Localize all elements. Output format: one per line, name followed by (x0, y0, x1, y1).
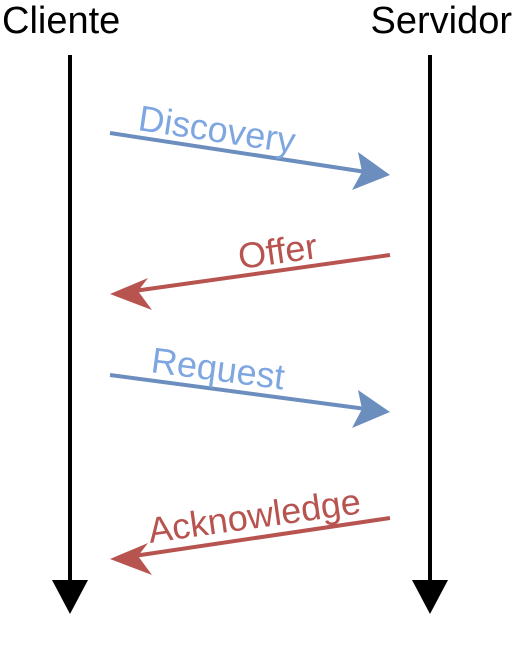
message-label-acknowledge: Acknowledge (145, 481, 363, 551)
message-label-request: Request (149, 339, 287, 397)
client-lifeline (52, 55, 88, 614)
client-lifeline-arrowhead (52, 580, 88, 614)
message-label-offer: Offer (235, 225, 319, 277)
message-acknowledge: Acknowledge (110, 481, 391, 575)
message-offer: Offer (110, 225, 391, 310)
message-discovery: Discovery (109, 97, 390, 190)
server-lifeline (412, 55, 448, 614)
server-actor-label: Servidor (370, 0, 513, 42)
message-request: Request (109, 339, 390, 428)
server-lifeline-arrowhead (412, 580, 448, 614)
message-label-discovery: Discovery (136, 97, 298, 161)
client-actor-label: Cliente (2, 0, 121, 42)
